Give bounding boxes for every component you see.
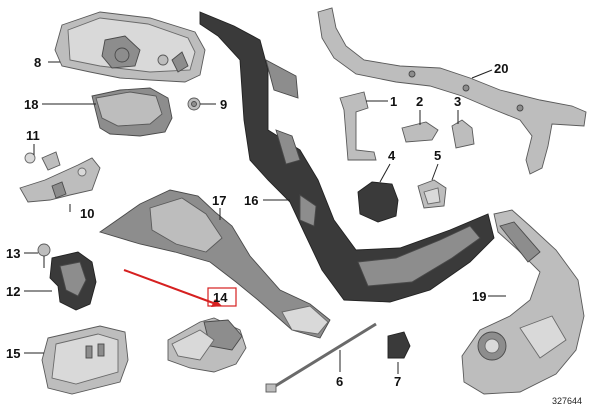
callout-1: 1 <box>390 94 397 109</box>
highlight-box <box>207 287 237 307</box>
callout-labels: 8 18 9 11 10 13 12 15 16 17 1 2 3 4 5 6 … <box>6 55 508 389</box>
callout-15: 15 <box>6 346 20 361</box>
callout-12: 12 <box>6 284 20 299</box>
part-13-bolt[interactable] <box>37 243 51 268</box>
callout-19: 19 <box>472 289 486 304</box>
callout-3: 3 <box>454 94 461 109</box>
part-17-carrier[interactable] <box>98 189 331 339</box>
callout-11: 11 <box>26 128 40 143</box>
callout-7: 7 <box>394 374 401 389</box>
part-20-pipe[interactable] <box>317 7 587 175</box>
part-5-clip[interactable] <box>417 179 447 209</box>
callout-4: 4 <box>388 148 396 163</box>
part-9-clip[interactable] <box>187 97 201 111</box>
part-11-clip[interactable] <box>24 151 61 171</box>
part-2-clip[interactable] <box>401 121 439 143</box>
part-15-base[interactable] <box>41 325 129 395</box>
callout-6: 6 <box>336 374 343 389</box>
callout-10: 10 <box>80 206 94 221</box>
part-4-block[interactable] <box>357 181 399 223</box>
callout-14: 14 <box>213 290 228 305</box>
callout-17: 17 <box>212 193 226 208</box>
callout-2: 2 <box>416 94 423 109</box>
part-6-cable-tie[interactable] <box>265 322 377 393</box>
part-19-housing[interactable] <box>461 209 585 395</box>
callout-8: 8 <box>34 55 41 70</box>
part-3-clip[interactable] <box>451 119 475 149</box>
callout-16: 16 <box>244 193 258 208</box>
part-14-duct[interactable] <box>167 317 247 373</box>
callout-5: 5 <box>434 148 441 163</box>
leader-lines <box>24 61 506 374</box>
part-10-bracket[interactable] <box>19 157 101 203</box>
highlight-arrow <box>123 269 222 307</box>
callout-20: 20 <box>494 61 508 76</box>
callout-9: 9 <box>220 97 227 112</box>
callout-18: 18 <box>24 97 38 112</box>
part-12-holder[interactable] <box>49 251 97 311</box>
reference-number: 327644 <box>552 396 582 406</box>
part-8-bracket[interactable] <box>54 11 206 83</box>
part-7-grommet[interactable] <box>387 331 411 359</box>
part-18-cover[interactable] <box>91 87 173 137</box>
callout-13: 13 <box>6 246 20 261</box>
part-16-bracket[interactable] <box>199 11 495 303</box>
part-1-bracket[interactable] <box>339 91 377 161</box>
